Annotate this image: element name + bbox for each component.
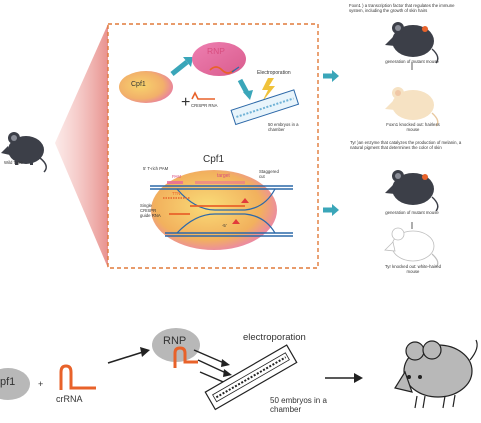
arrow-to-chamber (237, 78, 250, 95)
plus-sign: + (181, 94, 190, 111)
embryos-label: 50 embryos in a chamber (268, 122, 299, 132)
staggered-label: Staggered cut (259, 169, 279, 179)
zoom-cone (55, 24, 108, 268)
rnp-blob (192, 42, 246, 76)
pam-label: PAM (172, 174, 181, 179)
bottom-plus-label: + (38, 379, 44, 389)
arrow-to-rnp (170, 60, 189, 76)
crispr-rna-icon (191, 91, 215, 100)
wild-type-mouse (1, 132, 47, 173)
bottom-crrna-label: crRNA (56, 394, 83, 404)
generation-label-1: generation of mutant mouse (385, 59, 439, 64)
bottom-electroporation-label: electroporation (243, 332, 306, 343)
five-prime-label: -5' (222, 223, 227, 228)
target-label: target (217, 173, 230, 179)
bottom-rnp-label: RNP (163, 335, 187, 347)
foxn1-description: Foxn1 ) a transcription factor that regu… (349, 3, 455, 13)
cut-marker-top (241, 198, 249, 203)
cpf1-label: Cpf1 (131, 81, 146, 88)
bottom-embryos-label: 50 embryos in a chamber (270, 396, 327, 415)
rnp-label: RNP (207, 46, 225, 56)
bottom-rnp-blob (152, 328, 200, 362)
cpf1-blob (119, 71, 173, 103)
target-highlight (195, 181, 245, 184)
bottom-arrow-1 (107, 351, 144, 364)
cut-marker-bottom (232, 219, 240, 224)
guide-label: Single CRISPR guide RNA (140, 203, 161, 218)
tyr-ko-label: Tyr knocked out: white-haired mouse (384, 264, 442, 274)
lightning-icon (262, 78, 275, 102)
white-haired-mouse (384, 227, 439, 268)
mutant-mouse-bottom (385, 170, 439, 212)
bottom-embryo-chamber (204, 344, 298, 411)
wild-type-label: Wild Type (4, 160, 23, 165)
bottom-cpf1-blob (0, 368, 30, 400)
tyr-description: Tyr )an enzyme that catalyzes the produc… (350, 140, 462, 150)
complex-title: Cpf1 (203, 154, 225, 165)
hairless-mouse (385, 87, 439, 127)
crispr-rna-label: CRISPR RNA (191, 103, 218, 108)
embryo-chamber (230, 89, 300, 126)
bottom-crrna-icon (59, 364, 96, 390)
pam-5-label: 5' T-rich PAM (143, 166, 169, 171)
dna-strands (150, 185, 293, 237)
ttn-label: TTN (172, 191, 181, 196)
pam-highlight (167, 181, 183, 184)
bottom-cpf1-label: pf1 (0, 376, 16, 388)
electroporation-label: Electroporation (257, 70, 291, 76)
mutant-mouse-top (385, 22, 439, 64)
bottom-mouse (394, 339, 478, 409)
generation-label-2: generation of mutant mouse (385, 210, 439, 215)
foxn1-ko-label: Foxn1 knocked out: hairless mouse (386, 122, 440, 132)
